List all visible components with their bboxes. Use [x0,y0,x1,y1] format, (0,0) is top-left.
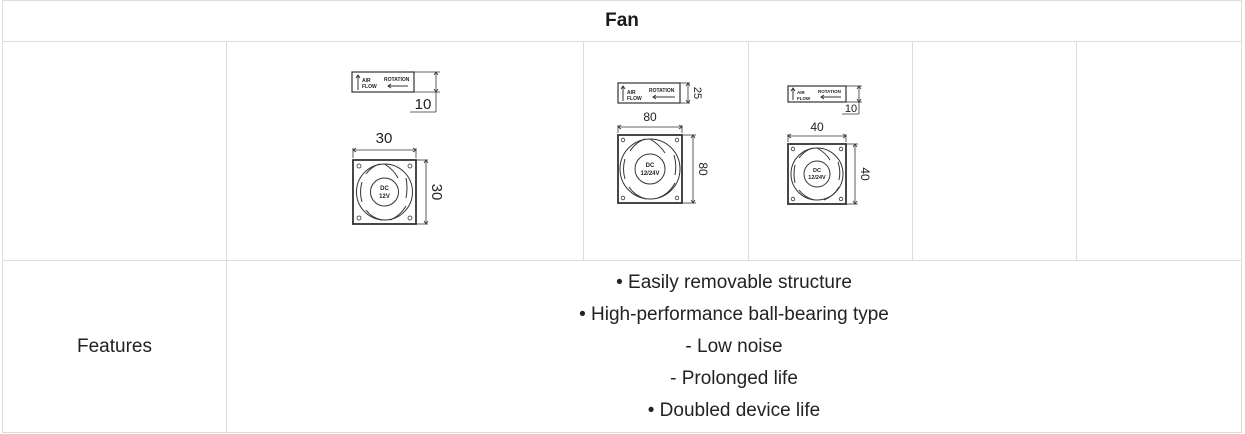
rotation-label: ROTATION [649,88,675,94]
table-title: Fan [2,0,1242,42]
hub-label-line2: 12/24V [808,175,826,181]
fan-drawing-cell-2: AIR FLOW ROTATION 25 80 [583,41,749,261]
fan-drawing-cell-3: AIR FLOW ROTATION 10 40 [748,41,913,261]
height-dimension: 30 [428,184,445,201]
hub-label-line1: DC [380,186,389,192]
fan-front-view [617,134,683,204]
drawing-row: AIR FLOW ROTATION 10 30 [2,41,1242,261]
fan-side-view [351,71,415,93]
hub-label-line1: DC [646,163,655,169]
fan-front-view [352,159,417,225]
fan-blades-icon [623,138,677,200]
width-dimension: 80 [643,110,657,124]
feature-item: • Doubled device life [647,399,821,421]
airflow-label-1: AIR [797,90,806,95]
hub-label-line2: 12V [379,194,390,200]
airflow-label-2: FLOW [627,96,642,102]
rotation-label: ROTATION [818,89,841,94]
fan-blades-icon [360,163,408,221]
airflow-label-2: FLOW [797,96,811,101]
feature-item: - Prolonged life [670,367,798,389]
thickness-dimension: 10 [844,103,856,115]
fan-side-view [786,84,847,103]
header-row: Fan [2,0,1242,42]
fan-80mm-drawing: AIR FLOW ROTATION 25 80 [617,82,710,204]
empty-drawing-cell-5 [1076,41,1242,261]
feature-item: - Low noise [685,335,783,357]
hub-label-line2: 12/24V [640,171,659,177]
airflow-label-1: AIR [627,90,636,96]
fan-hub [370,177,399,207]
width-dimension: 30 [376,130,393,147]
height-dimension: 80 [696,162,710,176]
features-row: Features • Easily removable structure • … [2,260,1242,433]
hub-label-line1: DC [813,168,821,174]
fan-blades-icon [793,147,840,200]
fan-30mm-drawing: AIR FLOW ROTATION 10 30 [351,71,445,225]
features-content-cell: • Easily removable structure • High-perf… [226,260,1242,433]
airflow-label-1: AIR [362,78,371,84]
fan-side-view [617,82,681,104]
fan-hub [634,153,666,185]
fan-hub [803,160,830,187]
drawing-label-cell [2,41,227,261]
height-dimension: 40 [858,167,872,181]
feature-item: • High-performance ball-bearing type [579,303,889,325]
empty-drawing-cell-4 [912,41,1077,261]
fan-40mm-drawing: AIR FLOW ROTATION 10 40 [786,84,872,205]
width-dimension: 40 [810,120,824,134]
rotation-label: ROTATION [384,77,410,83]
thickness-dimension: 10 [415,96,432,113]
fan-front-view [786,142,847,205]
fan-drawing-cell-1: AIR FLOW ROTATION 10 30 [226,41,584,261]
features-label: Features [2,260,227,433]
features-list: • Easily removable structure • High-perf… [227,267,1241,427]
airflow-label-2: FLOW [362,84,377,90]
thickness-dimension: 25 [691,87,703,99]
feature-item: • Easily removable structure [616,271,852,293]
